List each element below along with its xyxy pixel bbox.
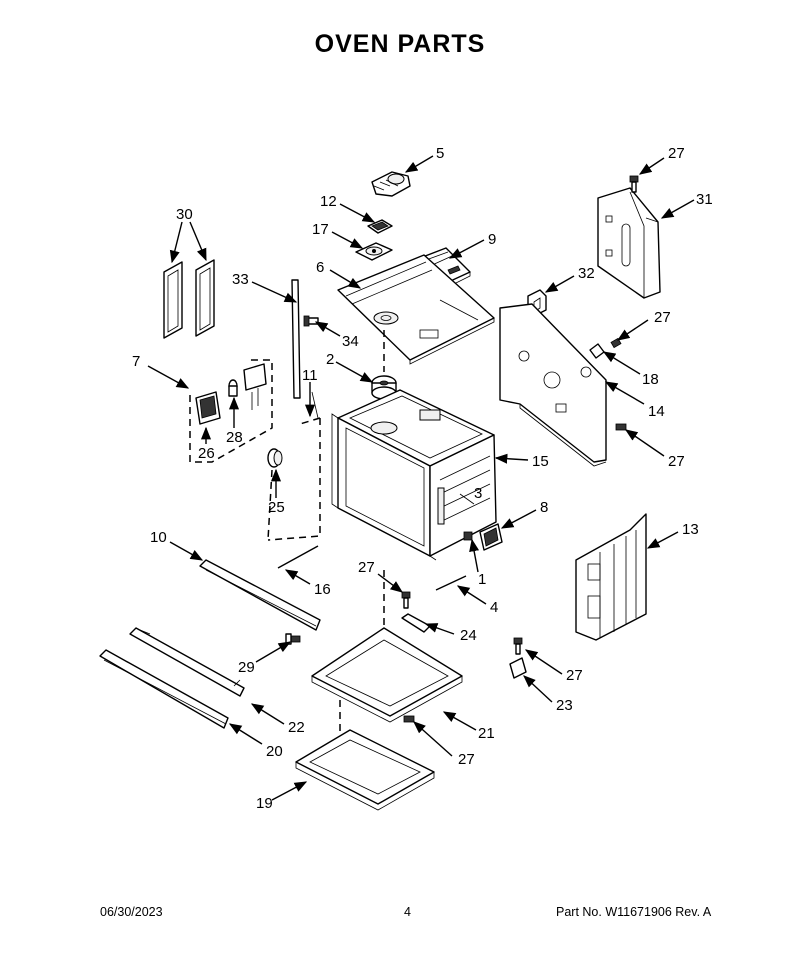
leader-lines bbox=[147, 155, 695, 801]
callout-32: 32 bbox=[578, 265, 595, 282]
part-27e-screw bbox=[403, 715, 415, 723]
part-11-gasket bbox=[267, 417, 321, 541]
callout-8: 8 bbox=[540, 499, 548, 516]
callout-27: 27 bbox=[668, 145, 685, 162]
part-15-oven-cavity bbox=[331, 389, 497, 561]
callout-2: 2 bbox=[326, 351, 334, 368]
part-33-rod bbox=[291, 279, 301, 399]
footer-date: 06/30/2023 bbox=[100, 905, 163, 919]
part-27c-screw bbox=[615, 423, 627, 431]
part-7-module bbox=[243, 363, 267, 410]
part-10-front-trim bbox=[199, 559, 321, 631]
part-23-clip bbox=[509, 657, 527, 679]
callout-labels: 5 27 30 12 31 17 9 6 33 32 27 34 7 2 18 … bbox=[132, 145, 713, 812]
callout-23: 23 bbox=[556, 697, 573, 714]
part-27d-screw bbox=[401, 591, 411, 609]
callout-27: 27 bbox=[358, 559, 375, 576]
part-7-group-outline bbox=[189, 359, 273, 463]
callout-29: 29 bbox=[238, 659, 255, 676]
part-17-motor-bracket bbox=[355, 242, 393, 261]
callout-9: 9 bbox=[488, 231, 496, 248]
part-4-rod bbox=[435, 575, 467, 591]
callout-16: 16 bbox=[314, 581, 331, 598]
callout-1: 1 bbox=[478, 571, 486, 588]
part-3-sensor bbox=[459, 493, 475, 505]
callout-31: 31 bbox=[696, 191, 713, 208]
part-25-oven-light bbox=[267, 448, 283, 468]
part-5-harness bbox=[371, 171, 411, 197]
callout-19: 19 bbox=[256, 795, 273, 812]
part-27b-screw bbox=[610, 337, 622, 349]
footer-part-number: Part No. W11671906 Rev. A bbox=[556, 905, 712, 919]
callout-27: 27 bbox=[668, 453, 685, 470]
part-27a-screw bbox=[629, 175, 639, 193]
part-13-side-panel bbox=[575, 513, 647, 641]
part-19-lower-pan bbox=[295, 729, 435, 811]
callout-17: 17 bbox=[312, 221, 329, 238]
callout-15: 15 bbox=[532, 453, 549, 470]
part-8-terminal-block bbox=[479, 523, 503, 551]
callout-24: 24 bbox=[460, 627, 477, 644]
part-31-rear-cover bbox=[597, 187, 661, 299]
callout-27: 27 bbox=[566, 667, 583, 684]
callout-12: 12 bbox=[320, 193, 337, 210]
callout-27: 27 bbox=[654, 309, 671, 326]
part-26-control-display bbox=[195, 391, 221, 425]
part-1-screw bbox=[463, 531, 473, 541]
part-18-clip bbox=[589, 343, 605, 359]
footer-page-number: 4 bbox=[404, 905, 411, 919]
part-28-knob bbox=[228, 379, 238, 397]
part-20-rail bbox=[99, 649, 229, 729]
part-12-board bbox=[367, 219, 393, 234]
callout-6: 6 bbox=[316, 259, 324, 276]
callout-7: 7 bbox=[132, 353, 140, 370]
part-21-bottom-pan bbox=[311, 627, 463, 723]
callout-27: 27 bbox=[458, 751, 475, 768]
callout-34: 34 bbox=[342, 333, 359, 350]
part-24-bracket bbox=[401, 613, 431, 633]
callout-10: 10 bbox=[150, 529, 167, 546]
part-14-rear-panel bbox=[499, 303, 607, 467]
callout-18: 18 bbox=[642, 371, 659, 388]
part-6-top-panel bbox=[337, 254, 495, 365]
callout-21: 21 bbox=[478, 725, 495, 742]
callout-11: 11 bbox=[302, 367, 318, 384]
part-9-duct bbox=[419, 247, 471, 289]
part-22-rail bbox=[129, 627, 245, 697]
callout-3: 3 bbox=[474, 485, 482, 502]
callout-22: 22 bbox=[288, 719, 305, 736]
callout-25: 25 bbox=[268, 499, 285, 516]
callout-28: 28 bbox=[226, 429, 243, 446]
callout-26: 26 bbox=[198, 445, 215, 462]
page-title: OVEN PARTS bbox=[314, 30, 486, 58]
part-16-rod bbox=[277, 545, 319, 569]
callout-20: 20 bbox=[266, 743, 283, 760]
callout-4: 4 bbox=[490, 599, 498, 616]
part-30-vents bbox=[163, 259, 215, 339]
part-27f-screw bbox=[513, 637, 523, 655]
callout-13: 13 bbox=[682, 521, 699, 538]
callout-33: 33 bbox=[232, 271, 249, 288]
callout-14: 14 bbox=[648, 403, 665, 420]
part-34-screw bbox=[303, 315, 319, 327]
callout-5: 5 bbox=[436, 145, 444, 162]
callout-30: 30 bbox=[176, 206, 193, 223]
